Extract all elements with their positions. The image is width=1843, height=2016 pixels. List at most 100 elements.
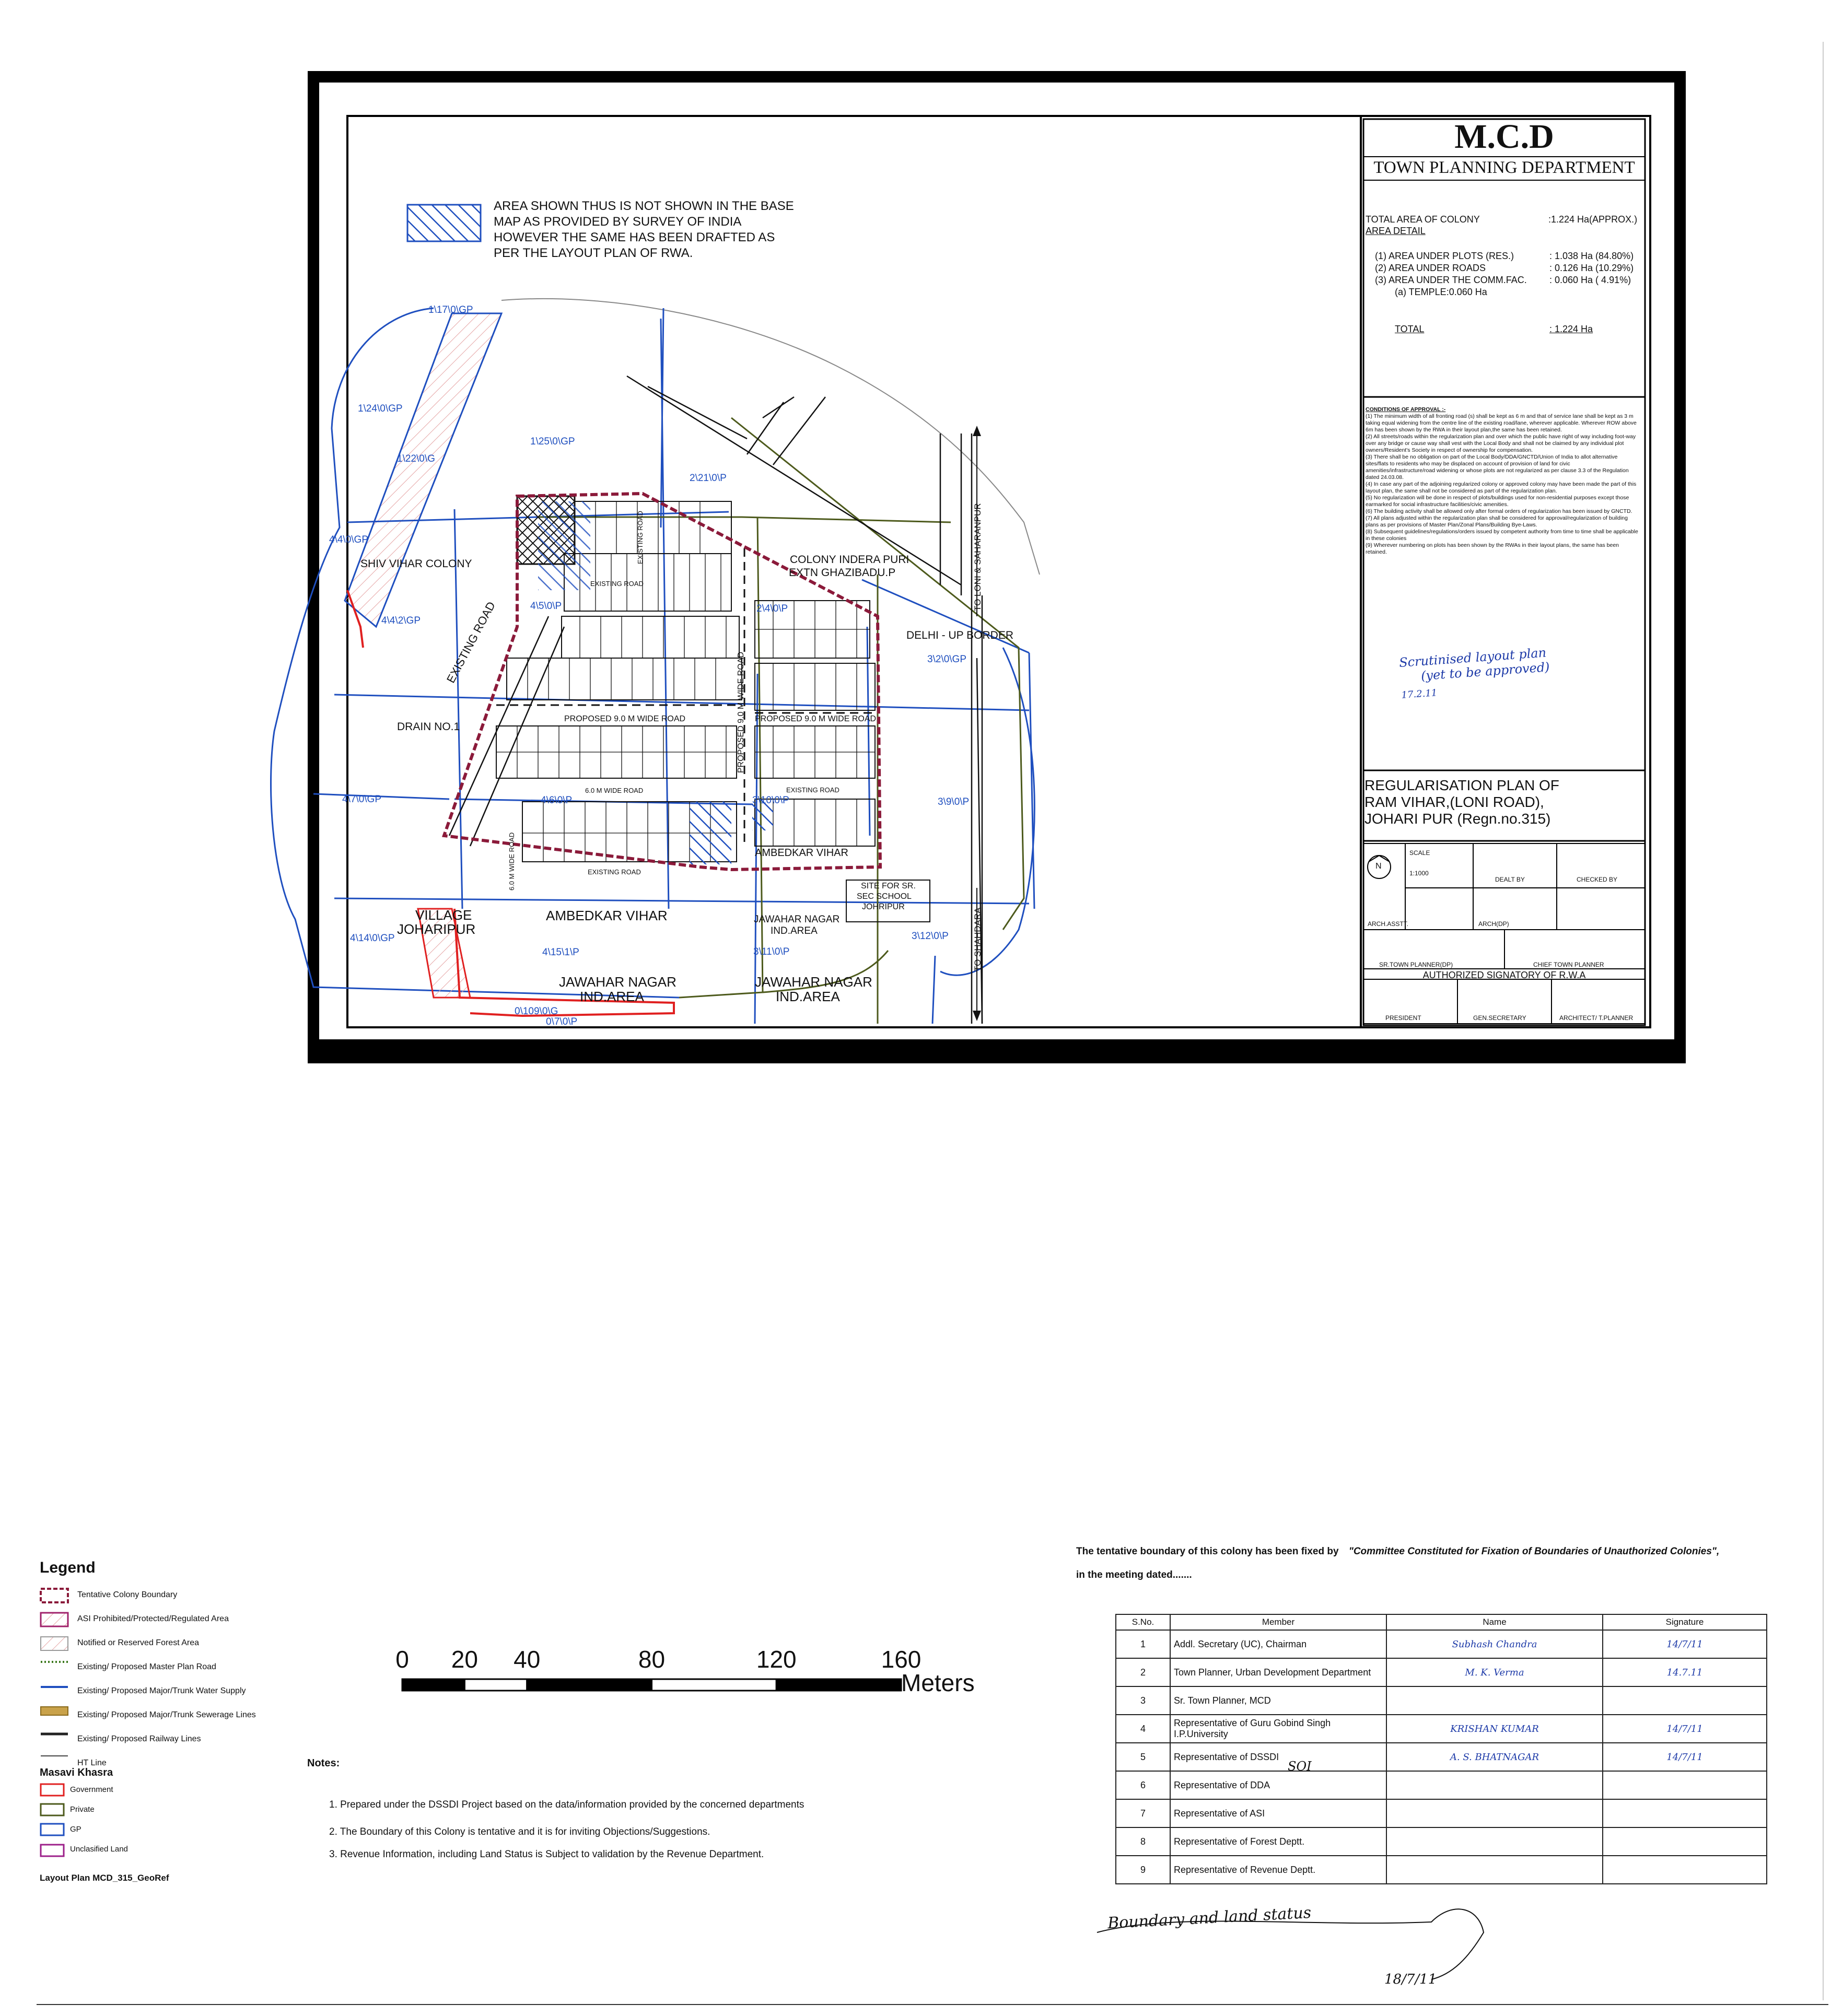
label-jawahar-ind-area: IND.AREA [771,925,818,936]
arch-dp: ARCH(DP) [1478,920,1509,928]
committee-name: A. S. BHATNAGAR [1386,1742,1603,1772]
committee-signature: 14/7/11 [1602,1742,1767,1772]
road-existing-mid: EXISTING ROAD [786,786,839,794]
committee-name [1386,1855,1603,1884]
condition-item: (1) The minimum width of all fronting ro… [1366,413,1637,433]
condition-item: (8) Subsequent guidelines/regulations/or… [1366,529,1638,542]
legend-title: Legend [40,1559,96,1576]
khasra-label: 3\9\0\P [938,796,970,807]
scale-tick-label: 160 [881,1646,922,1673]
committee-statement-text: The tentative boundary of this colony ha… [1076,1546,1339,1557]
plan-title-line-2: RAM VIHAR,(LONI ROAD), [1364,794,1544,810]
committee-sno: 4 [1115,1714,1171,1743]
committee-member: Sr. Town Planner, MCD [1170,1686,1387,1715]
conditions-heading: CONDITIONS OF APPROVAL :- [1366,406,1446,413]
khasra-label: 1\22\0\G [397,453,435,464]
label-drain: DRAIN NO.1 [397,721,460,733]
gen-secretary: GEN.SECRETARY [1473,1014,1526,1022]
khasra-label: 2\21\0\P [690,473,727,484]
committee-name [1386,1827,1603,1856]
committee-member: Representative of ASI [1170,1799,1387,1828]
col-member: Member [1170,1614,1387,1631]
road-to-shahdara: TO SHAHDARA [973,907,983,972]
area-temple: (a) TEMPLE:0.060 Ha [1395,287,1487,297]
khasra-label: 0\7\0\P [546,1016,578,1027]
conditions-list: (1) The minimum width of all fronting ro… [1366,413,1640,556]
legend-item-label: Existing/ Proposed Railway Lines [77,1734,201,1743]
committee-member: Representative of Forest Deptt. [1170,1827,1387,1856]
rwa-hatch-bottom [690,802,731,864]
col-signature: Signature [1602,1614,1767,1631]
map-area [270,204,1040,1024]
committee-name: KRISHAN KUMAR [1386,1714,1603,1743]
forest-boundary [501,298,1040,575]
committee-statement-quote: "Committee Constituted for Fixation of B… [1348,1546,1720,1557]
khasra-label: 4\7\0\GP [342,794,381,805]
committee-signature: 14.7.11 [1602,1658,1767,1687]
khasra-label: 0\109\0\G [515,1006,558,1017]
rwa-hatch-right [752,799,773,830]
area-plots-value: : 1.038 Ha (84.80%) [1549,251,1634,261]
khasra-label: 4\14\0\GP [350,933,395,944]
plan-title-line-1: REGULARISATION PLAN OF [1364,777,1559,793]
org-title: M.C.D [1454,118,1554,156]
area-roads-label: (2) AREA UNDER ROADS [1375,263,1486,273]
president: PRESIDENT [1385,1014,1421,1022]
legend-item-label: HT Line [77,1759,107,1767]
khasra-label: 3\12\0\P [912,931,949,942]
legend-item-label: Existing/ Proposed Major/Trunk Sewerage … [77,1710,256,1719]
map-note-line: PER THE LAYOUT PLAN OF RWA. [494,246,693,260]
road-6m: 6.0 M WIDE ROAD [585,787,644,794]
label-school: SITE FOR SR. [861,882,916,890]
legend-item-label: Notified or Reserved Forest Area [77,1638,199,1647]
committee-member: Addl. Secretary (UC), Chairman [1170,1630,1387,1659]
committee-member: Representative of DDA [1170,1771,1387,1800]
khasra-legend-label: GP [70,1825,81,1834]
scale-tick-label: 0 [395,1646,409,1673]
chief-town-planner: CHIEF TOWN PLANNER [1533,961,1604,968]
committee-sno: 8 [1115,1827,1171,1856]
committee-member: Representative of DSSDI [1170,1742,1387,1772]
note-hatch-swatch [406,204,482,242]
khasra-label: 3\11\0\P [753,946,790,957]
scale-tick-label: 120 [756,1646,797,1673]
sheet-frame-inner [346,115,1651,1028]
legend-item-label: ASI Prohibited/Protected/Regulated Area [77,1614,229,1623]
legend-swatches [40,1588,69,1857]
road-existing-bottom: EXISTING ROAD [588,868,641,876]
label-jawahar-big: JAWAHAR NAGAR [559,974,676,990]
road-to-loni: TO LONI & SAHARANPUR [973,503,983,611]
condition-item: (6) The building activity shall be allow… [1366,508,1632,514]
scale-bar-segment [526,1678,652,1692]
condition-item: (2) All streets/roads within the regular… [1366,433,1636,453]
khasra-title: Masavi Khasra [40,1767,113,1778]
condition-item: (9) Wherever numbering on plots has been… [1366,542,1619,555]
dealt-by: DEALT BY [1495,876,1525,883]
area-detail-label: AREA DETAIL [1366,226,1426,236]
rwa-hatch-top [538,501,590,590]
committee-header-row: S.No. Member Name Signature [1115,1614,1767,1631]
committee-sno: 1 [1115,1630,1171,1659]
road-proposed-v: PROPOSED 9.0 M WIDE ROAD [737,651,745,773]
legend-footer: Layout Plan MCD_315_GeoRef [40,1873,169,1883]
committee-signature [1602,1686,1767,1715]
area-total-sum-label: TOTAL [1395,324,1425,334]
architect: ARCHITECT/ T.PLANNER [1559,1014,1634,1022]
scale-value: 1:1000 [1409,870,1429,877]
forest-strip [344,312,503,628]
title-block-box [1362,118,1646,1026]
committee-member: Town Planner, Urban Development Departme… [1170,1658,1387,1687]
committee-signature: 14/7/11 [1602,1714,1767,1743]
plan-title: REGULARISATION PLAN OF RAM VIHAR,(LONI R… [1364,777,1559,827]
dept-title: TOWN PLANNING DEPARTMENT [1373,158,1635,177]
khasra-legend-label: Government [70,1785,113,1794]
committee-sno: 7 [1115,1799,1171,1828]
label-ambedkar-small: AMBEDKAR VIHAR [755,847,848,859]
